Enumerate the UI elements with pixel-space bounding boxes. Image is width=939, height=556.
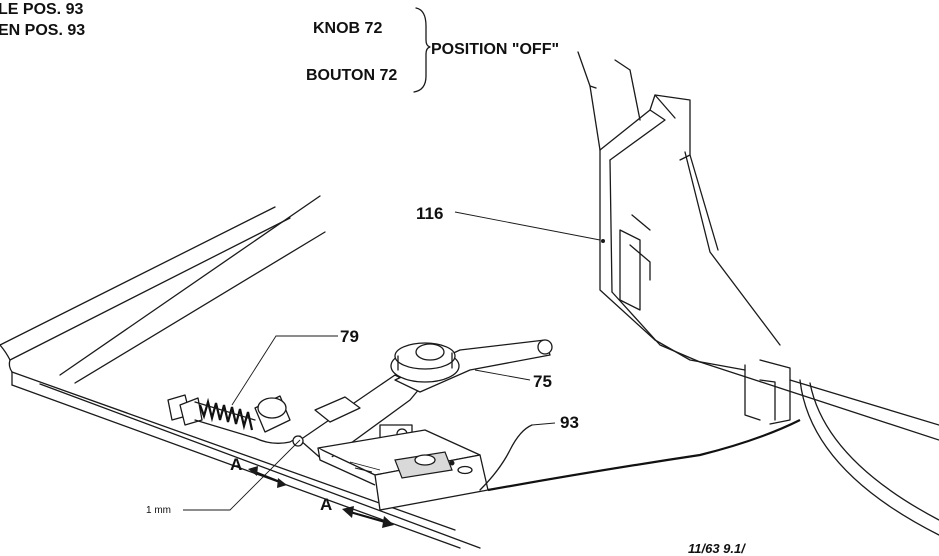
callout-116: 116 (416, 204, 443, 223)
leader-116 (454, 211, 601, 241)
grouping-brace (413, 7, 431, 93)
direction-arrow-lower (342, 506, 394, 528)
leader-116-dot (601, 239, 605, 243)
callout-79: 79 (340, 327, 359, 346)
position-label: POSITION "OFF" (431, 41, 559, 58)
spring-assembly-79 (167, 394, 304, 447)
view-a-lower-label: A (320, 495, 332, 514)
leader-93 (531, 422, 556, 426)
slider-block (317, 429, 489, 511)
drawing-code: 11/63 9.1/ (688, 541, 746, 556)
leader-75 (474, 369, 531, 381)
header-left-line2: EN POS. 93 (0, 22, 85, 39)
callout-75: 75 (533, 372, 552, 391)
callout-gap: 1 mm (146, 505, 171, 516)
direction-arrow-upper (248, 466, 287, 488)
callout-93: 93 (560, 413, 579, 432)
actuator-arm-75 (299, 339, 553, 463)
control-cable-93 (479, 419, 801, 492)
header-left-line1: LE POS. 93 (0, 1, 83, 18)
knob-label-fr: BOUTON 72 (306, 67, 397, 84)
knob-label-en: KNOB 72 (313, 20, 382, 37)
frame-bracket-116 (577, 51, 939, 536)
leader-79 (231, 335, 338, 406)
base-plate (0, 195, 481, 549)
view-a-upper-label: A (230, 455, 242, 474)
leader-gap (183, 439, 301, 511)
